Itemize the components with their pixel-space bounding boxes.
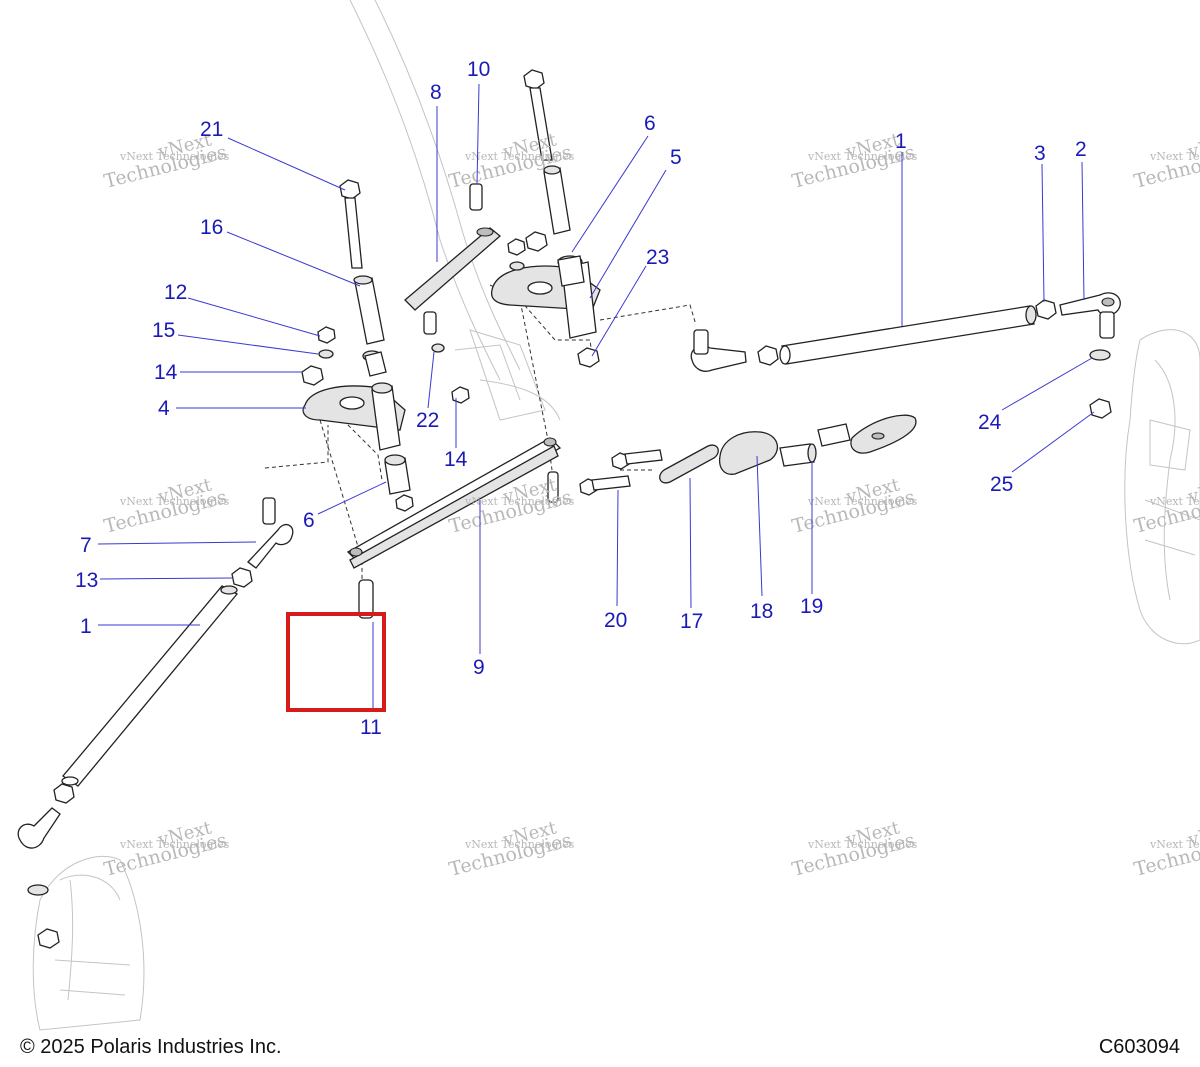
callout-numbers: 10 8 6 5 1 3 2 21 16 23 12 15 14 4 22 14… <box>75 58 1087 739</box>
callout-6: 6 <box>644 112 656 135</box>
callout-10: 10 <box>467 58 490 81</box>
svg-text:vNext Technologies: vNext Technologies <box>1149 838 1200 851</box>
callout-6b: 6 <box>303 509 315 532</box>
selection-highlight-box <box>286 612 386 712</box>
callout-12: 12 <box>164 281 187 304</box>
svg-text:vNext Technologies: vNext Technologies <box>1149 150 1200 163</box>
pin <box>358 579 374 619</box>
tie-rod-end-left-lower <box>17 783 75 949</box>
bolt-left <box>339 179 363 269</box>
diagram-code: C603094 <box>1098 1036 1180 1058</box>
svg-text:vNext Technologies: vNext Technologies <box>1149 495 1200 508</box>
callout-1: 1 <box>895 130 907 153</box>
center-link <box>346 437 562 569</box>
svg-text:vNext Technologies: vNext Technologies <box>119 150 230 163</box>
callout-14: 14 <box>154 361 178 384</box>
svg-text:vNext Technologies: vNext Technologies <box>807 150 918 163</box>
callout-8: 8 <box>430 81 442 104</box>
callout-3: 3 <box>1034 142 1046 165</box>
assembly-lines <box>264 284 776 580</box>
callout-15: 15 <box>152 319 175 342</box>
pitman-arm-right <box>490 255 601 339</box>
callout-13: 13 <box>75 569 98 592</box>
svg-text:vNext Technologies: vNext Technologies <box>807 495 918 508</box>
callout-11: 11 <box>360 716 382 739</box>
stud <box>547 471 559 503</box>
callout-7: 7 <box>80 534 92 557</box>
callout-23: 23 <box>646 246 669 269</box>
svg-text:vNext Technologies: vNext Technologies <box>119 838 230 851</box>
svg-text:vNext Technologies: vNext Technologies <box>807 838 918 851</box>
callout-20: 20 <box>604 609 627 632</box>
bolt-right <box>523 69 571 235</box>
svg-text:vNext Technologies: vNext Technologies <box>464 495 575 508</box>
tie-rod-end-left-upper <box>231 497 294 588</box>
copyright-text: © 2025 Polaris Industries Inc. <box>20 1036 282 1058</box>
callout-2: 2 <box>1075 138 1087 161</box>
svg-text:vNext Technologies: vNext Technologies <box>464 150 575 163</box>
tie-rod-end-right <box>1035 292 1121 339</box>
callout-25: 25 <box>990 473 1013 496</box>
bushing-lower-left <box>384 454 414 512</box>
tie-rod-tube-left <box>61 585 239 787</box>
callout-4: 4 <box>158 397 170 420</box>
tie-rod-tube-right <box>779 305 1037 365</box>
pitman-arm-left <box>302 382 406 451</box>
callout-19: 19 <box>800 595 823 618</box>
tie-rod-end-inner-right <box>690 329 779 372</box>
callout-1b: 1 <box>80 615 92 638</box>
washer-nut-center <box>431 343 470 404</box>
callout-14b: 14 <box>444 448 468 471</box>
svg-text:vNext Technologies: vNext Technologies <box>464 838 575 851</box>
callout-21: 21 <box>200 118 223 141</box>
bracket-hardware <box>579 414 917 496</box>
bushing-left <box>353 275 387 377</box>
callout-16: 16 <box>200 216 223 239</box>
chassis-outline <box>32 0 1200 1031</box>
washer-nut-right <box>1089 349 1112 419</box>
idler-arm <box>404 183 502 335</box>
callout-22: 22 <box>416 409 439 432</box>
nut-washer-left <box>301 326 336 386</box>
leader-lines <box>97 83 1095 712</box>
callout-9: 9 <box>473 656 485 679</box>
callout-5: 5 <box>670 146 682 169</box>
callout-17: 17 <box>680 610 703 633</box>
svg-text:vNext Technologies: vNext Technologies <box>119 495 230 508</box>
callout-18: 18 <box>750 600 773 623</box>
callout-24: 24 <box>978 411 1002 434</box>
